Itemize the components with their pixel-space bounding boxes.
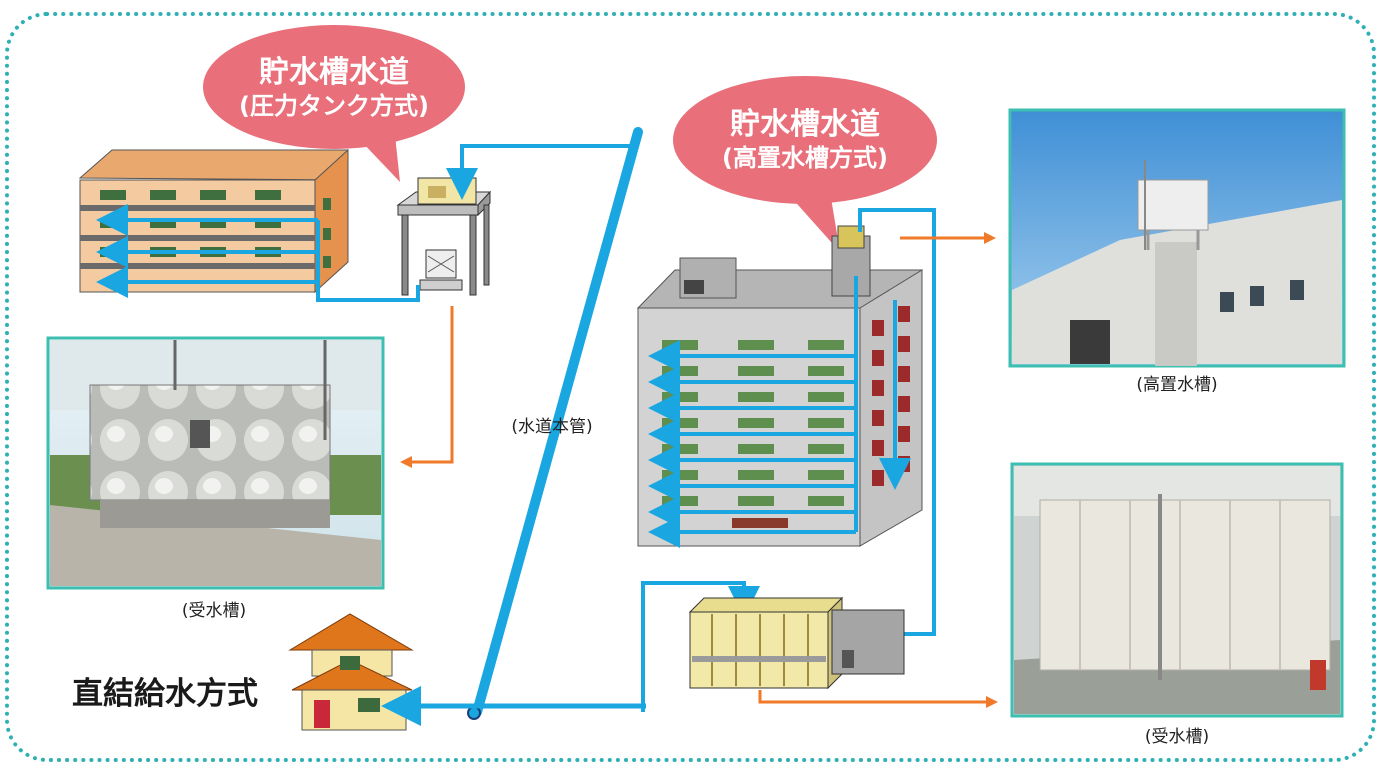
orange-arrow-left-tank [406, 306, 454, 464]
receiving-tank-photo-right [1010, 462, 1344, 718]
pressure-tank-pipes [96, 144, 630, 302]
direct-supply-label: 直結給水方式 [72, 676, 258, 712]
dotted-frame [5, 12, 1376, 762]
pressure-bubble-subtitle: (圧力タンク方式) [239, 92, 429, 120]
pressure-tank-illustration [396, 177, 492, 296]
receiving-tank-photo-left [46, 336, 385, 590]
elevated-tank-photo [1008, 108, 1346, 368]
orange-arrow-receiving [758, 690, 990, 704]
water-main-pipe [472, 127, 643, 717]
high-rise-building-illustration [636, 225, 924, 547]
elevated-bubble-title: 貯水槽水道 [730, 107, 880, 142]
water-main-label: (水道本管) [511, 417, 592, 437]
elevated-tank-bubble [673, 76, 937, 252]
elevated-tank-caption: (高置水槽) [1136, 375, 1217, 395]
receiving-tank-pump-illustration [688, 596, 905, 690]
elevated-bubble-subtitle: (高置水槽方式) [722, 144, 888, 172]
receiving-tank-right-caption: (受水槽) [1145, 727, 1209, 747]
receiving-tank-left-caption: (受水槽) [182, 601, 246, 621]
water-main-junction [467, 706, 481, 720]
pressure-tank-bubble [203, 25, 465, 182]
elevated-tank-pipes [641, 208, 936, 712]
pressure-bubble-title: 貯水槽水道 [259, 55, 409, 90]
detached-house-illustration [288, 613, 414, 731]
